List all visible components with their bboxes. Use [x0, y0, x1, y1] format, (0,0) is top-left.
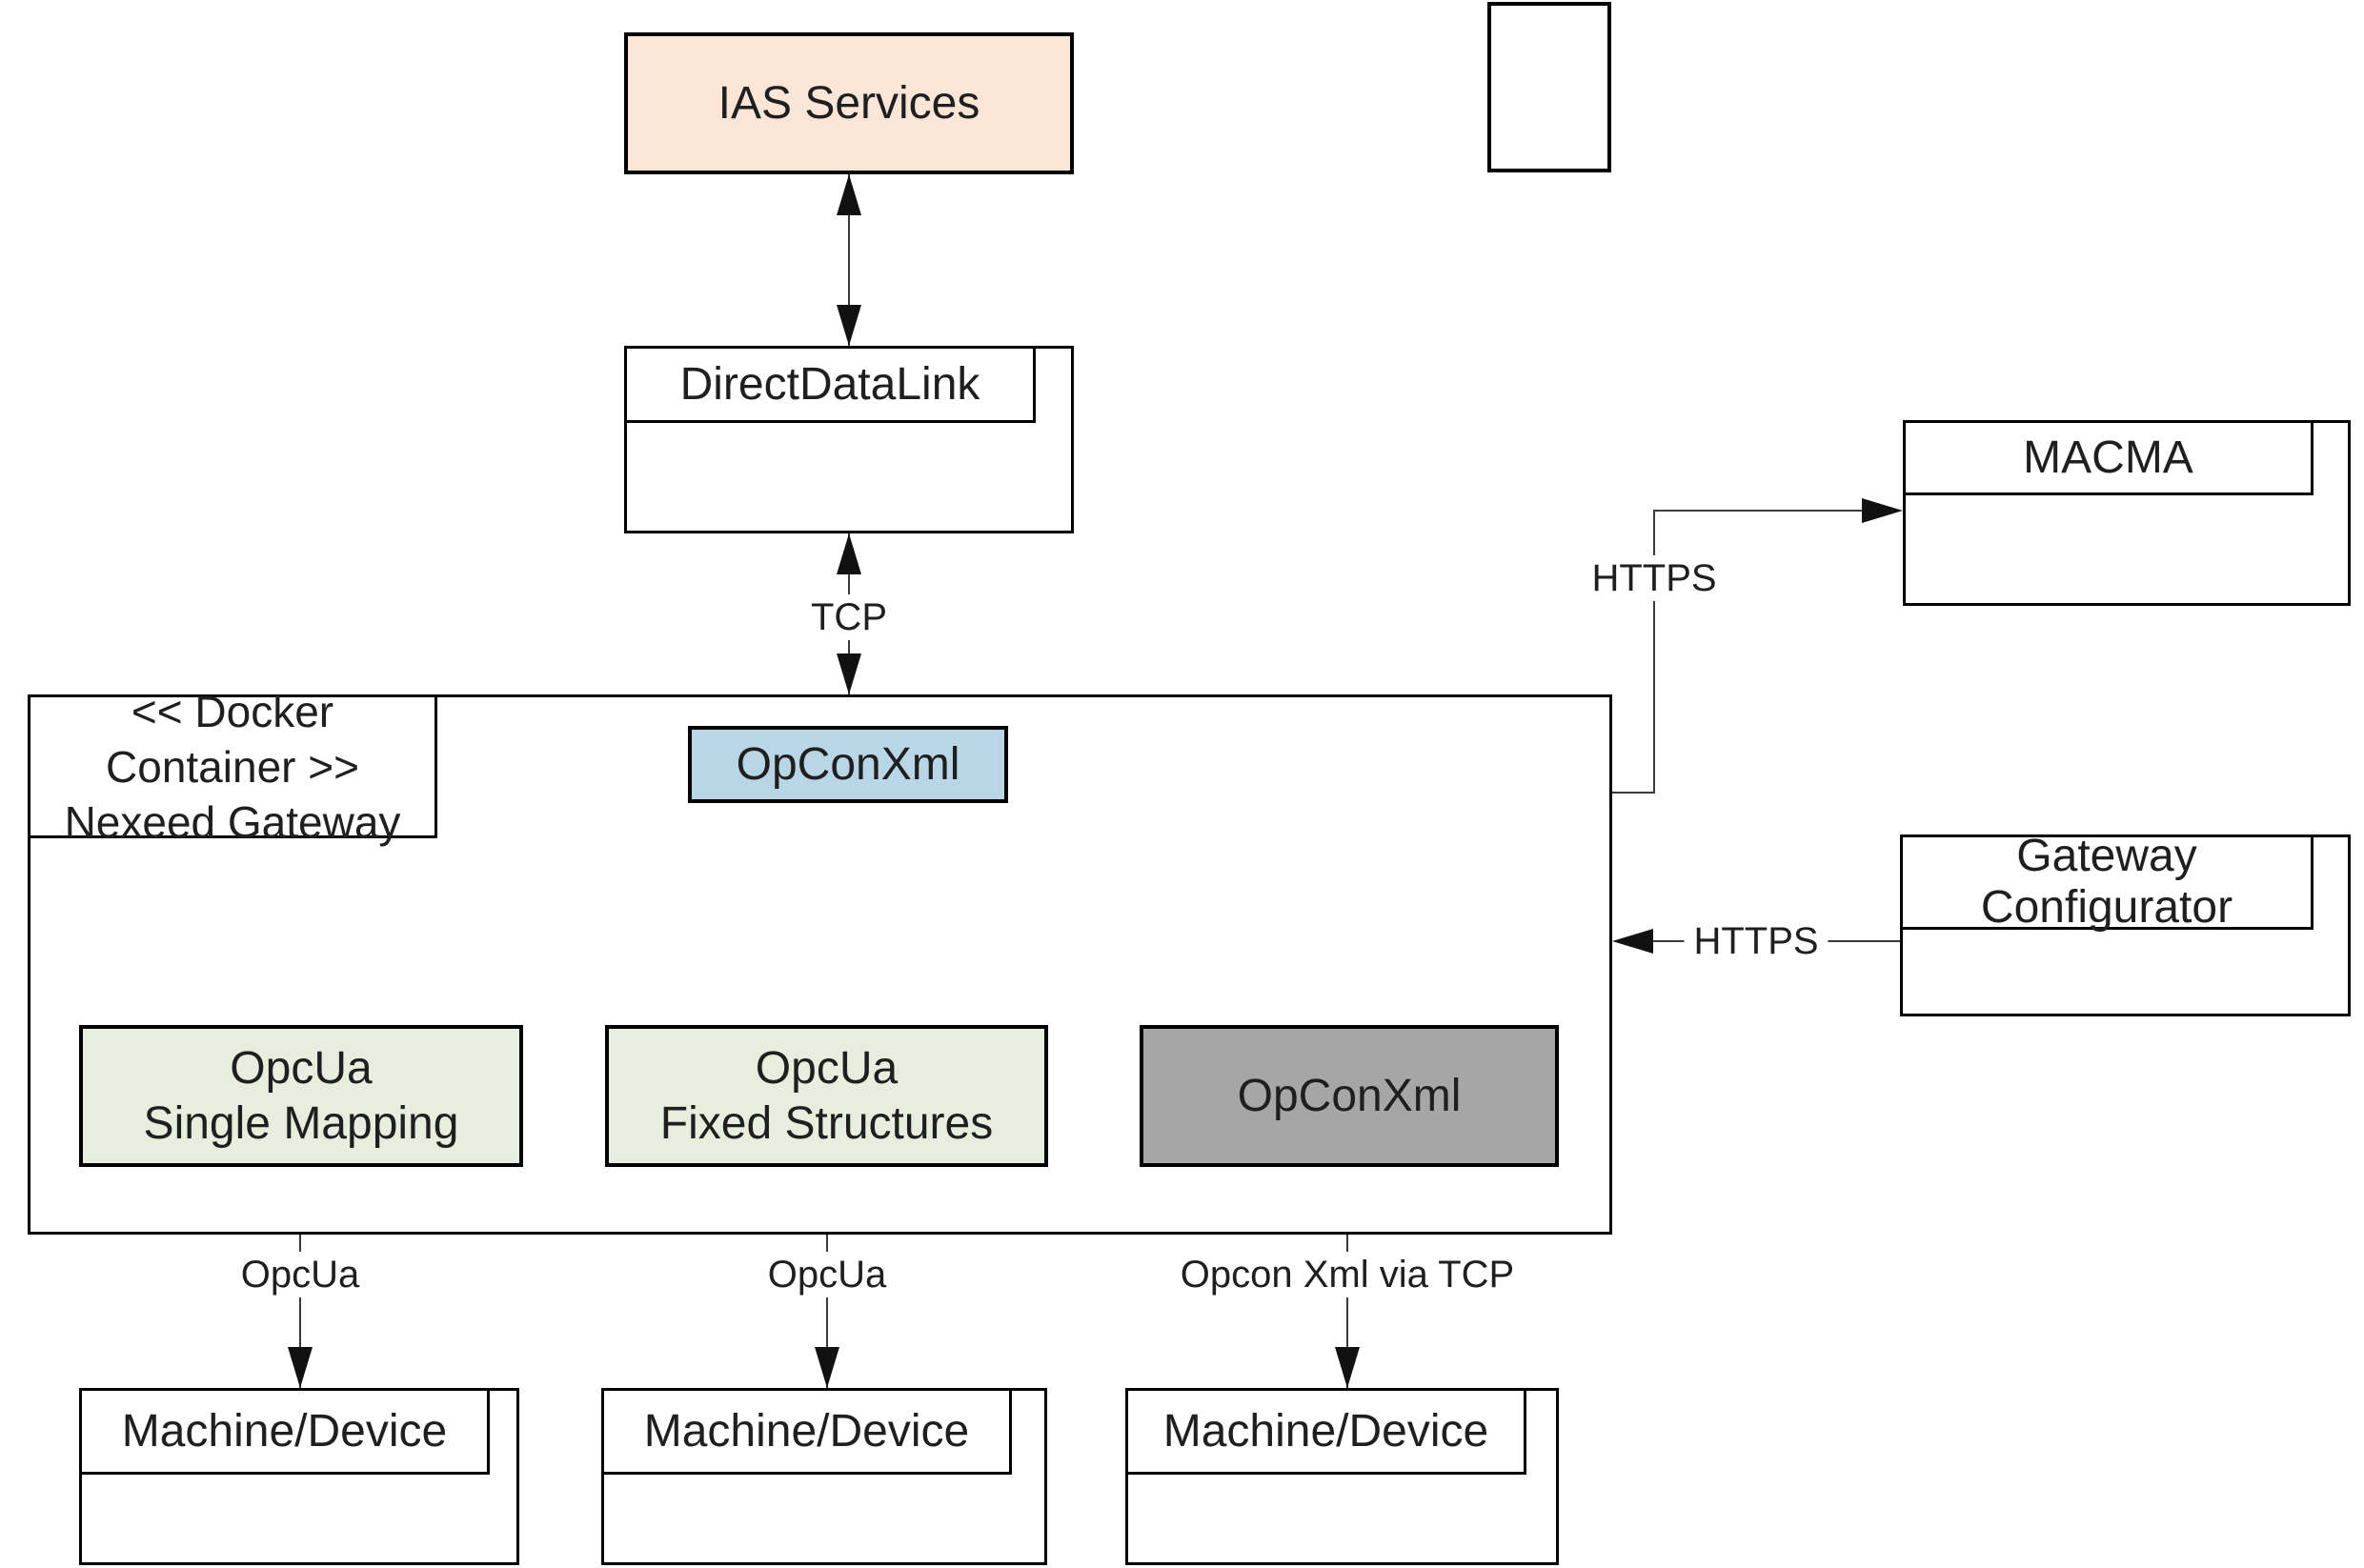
arrowhead-left-icon [1612, 929, 1653, 954]
edge-https-macma [1612, 510, 1866, 794]
node-macma: MACMA [1903, 420, 2351, 606]
node-label-line2: Single Mapping [143, 1097, 459, 1149]
node-machine-device-3: Machine/Device [1125, 1388, 1559, 1565]
node-machine-device-3-titlebar: Machine/Device [1128, 1391, 1526, 1475]
node-label: Machine/Device [121, 1405, 448, 1457]
node-ias-services: IAS Services [624, 32, 1074, 174]
node-label: Gateway Configurator [1980, 831, 2233, 933]
node-label: MACMA [2023, 432, 2193, 483]
node-label: OpConXml [1237, 1070, 1462, 1121]
node-gateway-configurator-titlebar: Gateway Configurator [1903, 831, 2313, 933]
node-label-line1: OpcUa [755, 1042, 899, 1094]
arrowhead-down-icon [837, 653, 861, 694]
arrowhead-up-icon [837, 533, 861, 574]
node-opconxml-gray: OpConXml [1140, 1025, 1559, 1167]
node-label: Machine/Device [643, 1405, 970, 1457]
node-macma-titlebar: MACMA [1906, 423, 2313, 495]
node-opcua-fixed-structures: OpcUa Fixed Structures [605, 1025, 1048, 1167]
node-label-line1: OpcUa [230, 1042, 373, 1094]
node-label-line2: Fixed Structures [659, 1097, 994, 1149]
node-machine-device-2: Machine/Device [601, 1388, 1047, 1565]
node-label: OpConXml [736, 738, 960, 790]
node-docker-container-titlebar: << Docker Container >> Nexeed Gateway [30, 687, 437, 847]
container-name: Nexeed Gateway [64, 796, 401, 847]
node-opcua-single-mapping: OpcUa Single Mapping [79, 1025, 523, 1167]
node-label: DirectDataLink [679, 358, 980, 410]
node-machine-device-1-titlebar: Machine/Device [82, 1391, 490, 1475]
edge-label-tcp: TCP [801, 594, 897, 640]
edge-label-opcua-1: OpcUa [231, 1252, 370, 1297]
node-opconxml-blue: OpConXml [688, 726, 1008, 803]
arrowhead-down-icon [1335, 1347, 1360, 1388]
node-label: Machine/Device [1162, 1405, 1489, 1457]
edge-label-https-gateway-configurator: HTTPS [1684, 918, 1829, 964]
node-label: IAS Services [717, 77, 980, 129]
edge-label-opcon-xml-via-tcp: Opcon Xml via TCP [1170, 1252, 1525, 1297]
node-direct-data-link-titlebar: DirectDataLink [627, 349, 1036, 423]
node-machine-device-2-titlebar: Machine/Device [604, 1391, 1012, 1475]
node-direct-data-link: DirectDataLink [624, 346, 1074, 533]
edge-label-https-macma: HTTPS [1582, 555, 1727, 601]
arrowhead-right-icon [1862, 498, 1903, 523]
arrowhead-down-icon [288, 1347, 313, 1388]
arrowhead-up-icon [837, 174, 861, 215]
node-machine-device-1: Machine/Device [79, 1388, 519, 1565]
node-empty-box [1487, 2, 1611, 172]
arrowhead-down-icon [837, 305, 861, 346]
edge-label-opcua-2: OpcUa [758, 1252, 897, 1297]
node-gateway-configurator: Gateway Configurator [1900, 831, 2351, 1016]
arrowhead-down-icon [815, 1347, 839, 1388]
container-stereotype: << Docker Container >> [106, 686, 359, 792]
